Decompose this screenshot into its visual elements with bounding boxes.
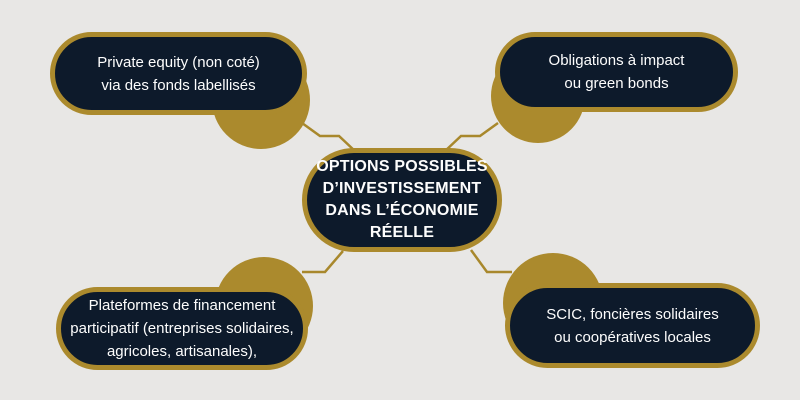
node-private-equity: Private equity (non coté) via des fonds … [50,32,307,115]
central-title-line: D’INVESTISSEMENT [322,180,482,197]
node-text-line: Plateformes de financement [88,297,276,314]
node-text-line: ou coopératives locales [554,328,711,346]
node-text-line: SCIC, foncières solidaires [546,305,719,323]
node-text-line: ou green bonds [564,75,669,92]
node-central-title: OPTIONS POSSIBLES D’INVESTISSEMENT DANS … [302,148,502,252]
node-text-line: participatif (entreprises solidaires, [70,320,294,337]
connector-bottom-left [302,250,344,274]
node-obligations-impact: Obligations à impact ou green bonds [495,32,738,112]
central-title-line: DANS L’ÉCONOMIE [325,202,479,219]
central-title-line: RÉELLE [369,224,435,241]
node-text-line: Obligations à impact [548,52,685,69]
node-scic-cooperatives: SCIC, foncières solidaires ou coopérativ… [505,283,760,368]
node-plateformes-financement: Plateformes de financement participatif … [56,287,308,370]
node-text-line: Private equity (non coté) [97,53,260,71]
node-text-line: via des fonds labellisés [101,76,256,94]
node-text-line: agricoles, artisanales), [106,343,258,360]
connector-top-right [443,121,499,153]
connector-top-left [301,121,357,153]
connector-bottom-right [469,249,512,274]
central-title-line: OPTIONS POSSIBLES [316,158,488,175]
